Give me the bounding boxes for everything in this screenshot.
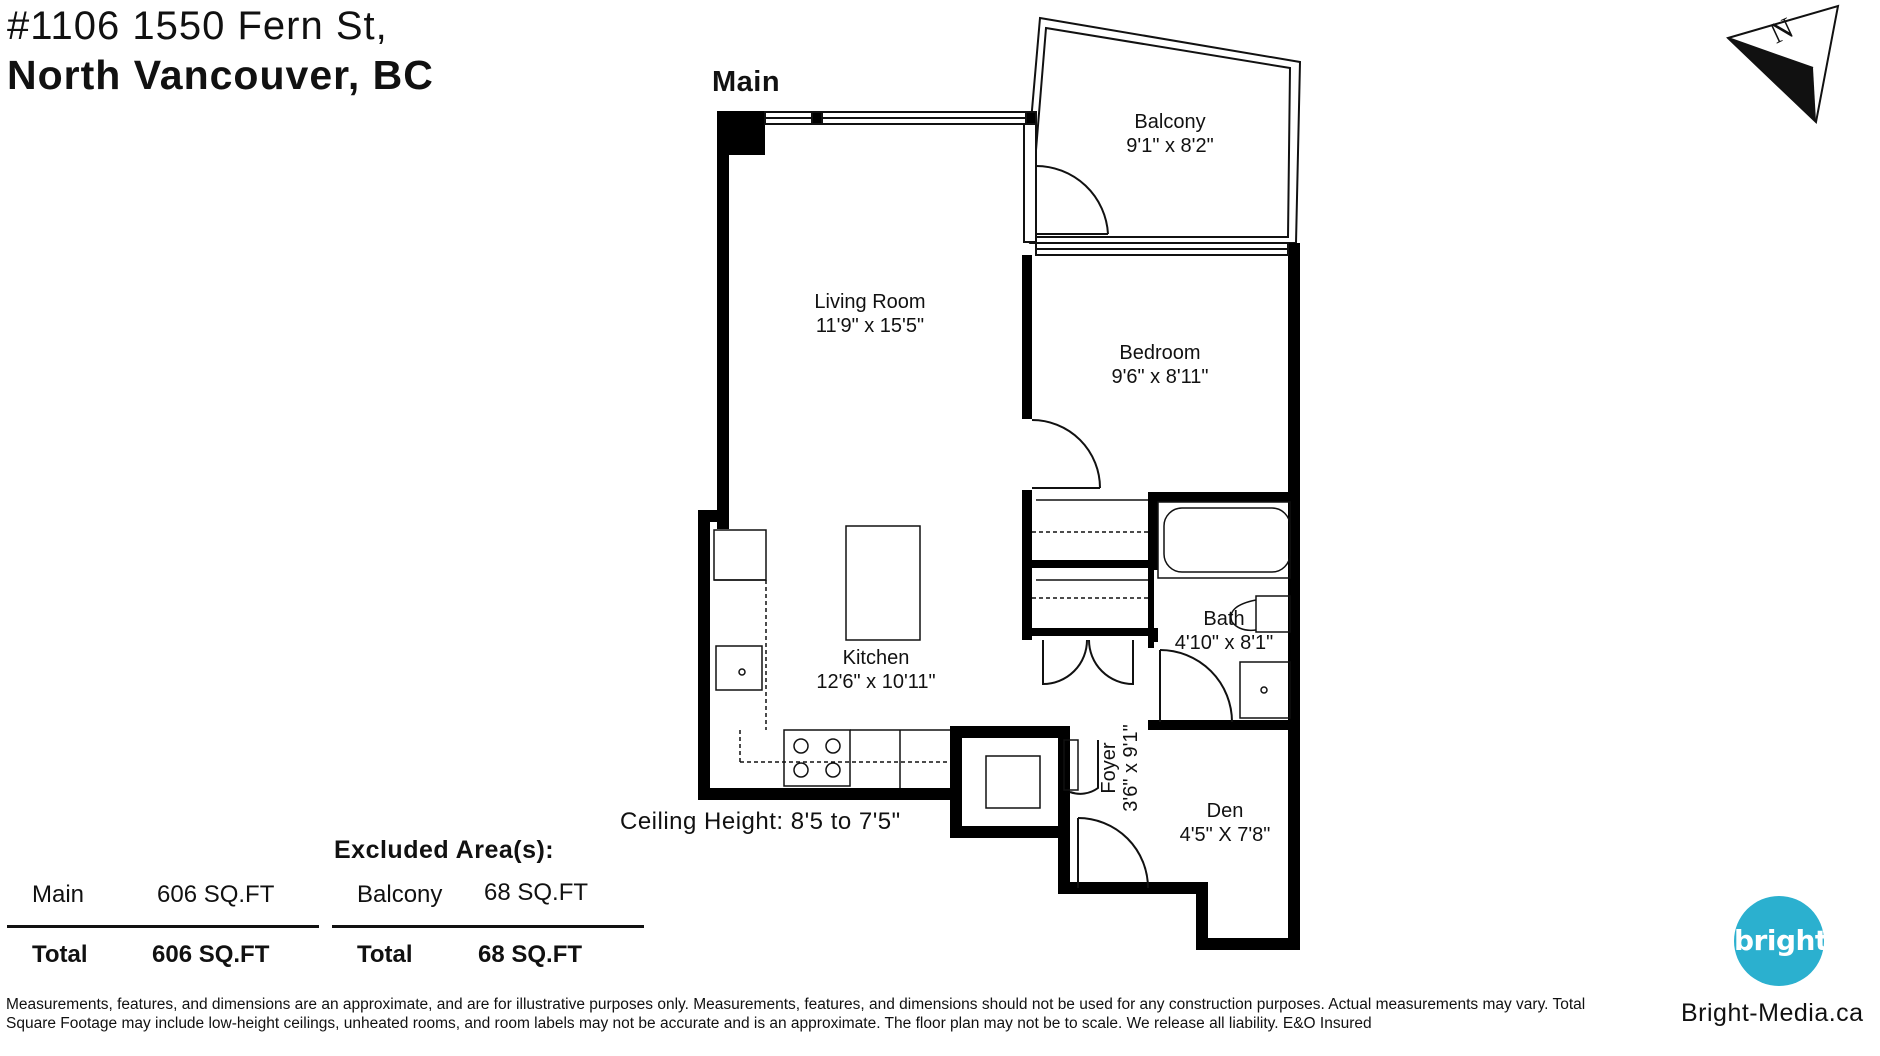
main-total-value: 606 SQ.FT: [152, 941, 270, 968]
ceiling-height: Ceiling Height: 8'5 to 7'5": [620, 808, 901, 835]
room-foyer: Foyer 3'6" x 9'1": [1098, 708, 1142, 828]
excluded-total-value: 68 SQ.FT: [478, 941, 583, 968]
brand-url-link[interactable]: Bright-Media.ca: [1681, 999, 1864, 1027]
bright-logo[interactable]: bright: [1734, 896, 1828, 986]
room-size: 3'6" x 9'1": [1120, 724, 1142, 812]
main-area-label: Main: [32, 881, 85, 908]
disclaimer-text: Measurements, features, and dimensions a…: [6, 996, 1586, 1032]
room-name: Living Room: [814, 291, 926, 313]
room-name: Bedroom: [1119, 342, 1201, 364]
room-size: 12'6" x 10'11": [816, 671, 936, 693]
windows: [764, 111, 1289, 256]
main-area-value: 606 SQ.FT: [157, 881, 275, 908]
compass-letter: N: [1765, 11, 1799, 50]
logo-text: bright: [1734, 924, 1828, 957]
excluded-area-label: Balcony: [357, 881, 443, 908]
exterior-walls: [698, 111, 1300, 950]
room-name: Den: [1206, 800, 1244, 822]
excluded-areas-title: Excluded Area(s):: [334, 836, 555, 864]
room-den: Den 4'5" X 7'8": [1170, 799, 1280, 847]
room-balcony: Balcony 9'1" x 8'2": [1110, 110, 1230, 158]
room-size: 4'5" X 7'8": [1179, 824, 1271, 846]
main-area-divider: [7, 925, 319, 928]
excluded-total-label: Total: [357, 941, 413, 968]
compass-icon: N: [1726, 4, 1840, 124]
excluded-area-value: 68 SQ.FT: [484, 879, 589, 906]
room-size: 4'10" x 8'1": [1174, 632, 1274, 654]
room-bedroom: Bedroom 9'6" x 8'11": [1095, 341, 1225, 389]
fixtures: [713, 499, 1291, 809]
room-name: Balcony: [1134, 111, 1206, 133]
room-size: 9'6" x 8'11": [1111, 366, 1209, 388]
address-line-1: #1106 1550 Fern St,: [7, 4, 388, 48]
room-bath: Bath 4'10" x 8'1": [1164, 607, 1284, 655]
room-living-room: Living Room 11'9" x 15'5": [790, 290, 950, 338]
address-line-2: North Vancouver, BC: [7, 52, 434, 98]
room-name: Kitchen: [842, 647, 910, 669]
room-size: 9'1" x 8'2": [1126, 135, 1214, 157]
excluded-area-divider: [332, 925, 644, 928]
room-name: Bath: [1203, 608, 1245, 630]
room-kitchen: Kitchen 12'6" x 10'11": [796, 646, 956, 694]
doors: [1031, 164, 1233, 889]
floor-label: Main: [712, 66, 781, 98]
main-total-label: Total: [32, 941, 88, 968]
room-name: Foyer: [1098, 742, 1120, 794]
room-size: 11'9" x 15'5": [815, 315, 925, 337]
